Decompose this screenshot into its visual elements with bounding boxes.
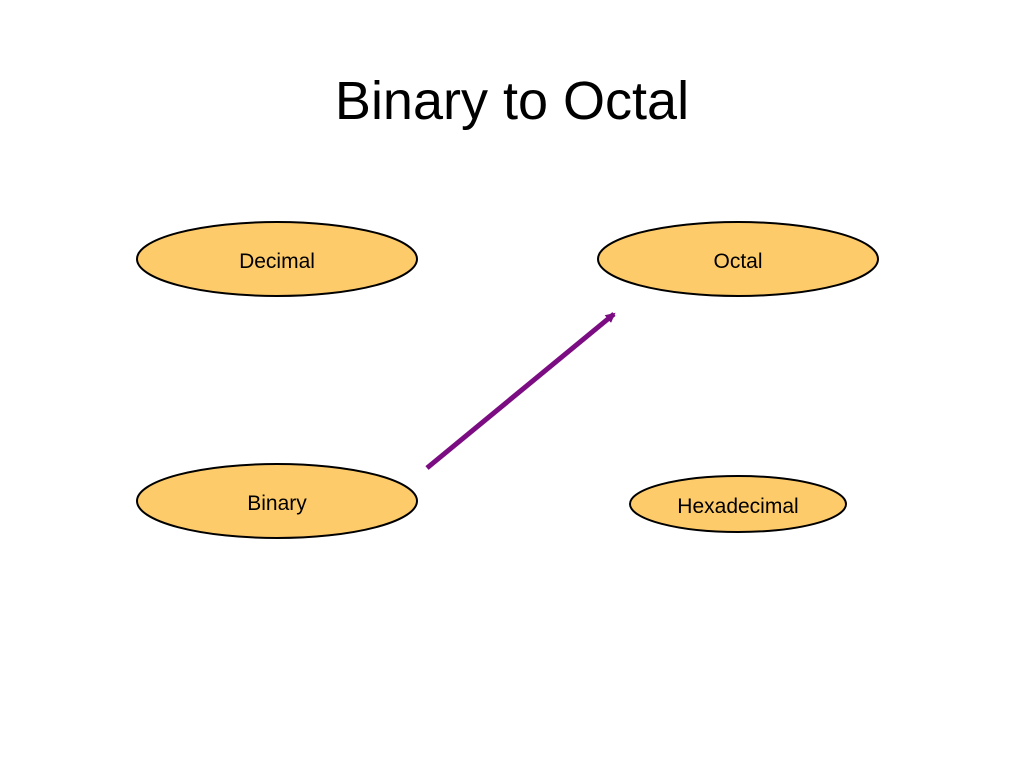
node-hexadecimal-label: Hexadecimal (677, 495, 798, 518)
arrow-binary-to-octal (425, 312, 616, 470)
node-binary-label: Binary (247, 492, 307, 515)
node-hexadecimal: Hexadecimal (629, 475, 847, 533)
node-decimal-ellipse (136, 221, 418, 297)
node-decimal-label: Decimal (239, 250, 315, 273)
node-binary: Binary (136, 463, 418, 539)
node-hexadecimal-ellipse (629, 475, 847, 533)
node-binary-ellipse (136, 463, 418, 539)
node-octal-label: Octal (713, 250, 762, 273)
node-decimal: Decimal (136, 221, 418, 297)
slide-title: Binary to Octal (334, 71, 690, 131)
node-octal-ellipse (597, 221, 879, 297)
node-octal: Octal (597, 221, 879, 297)
